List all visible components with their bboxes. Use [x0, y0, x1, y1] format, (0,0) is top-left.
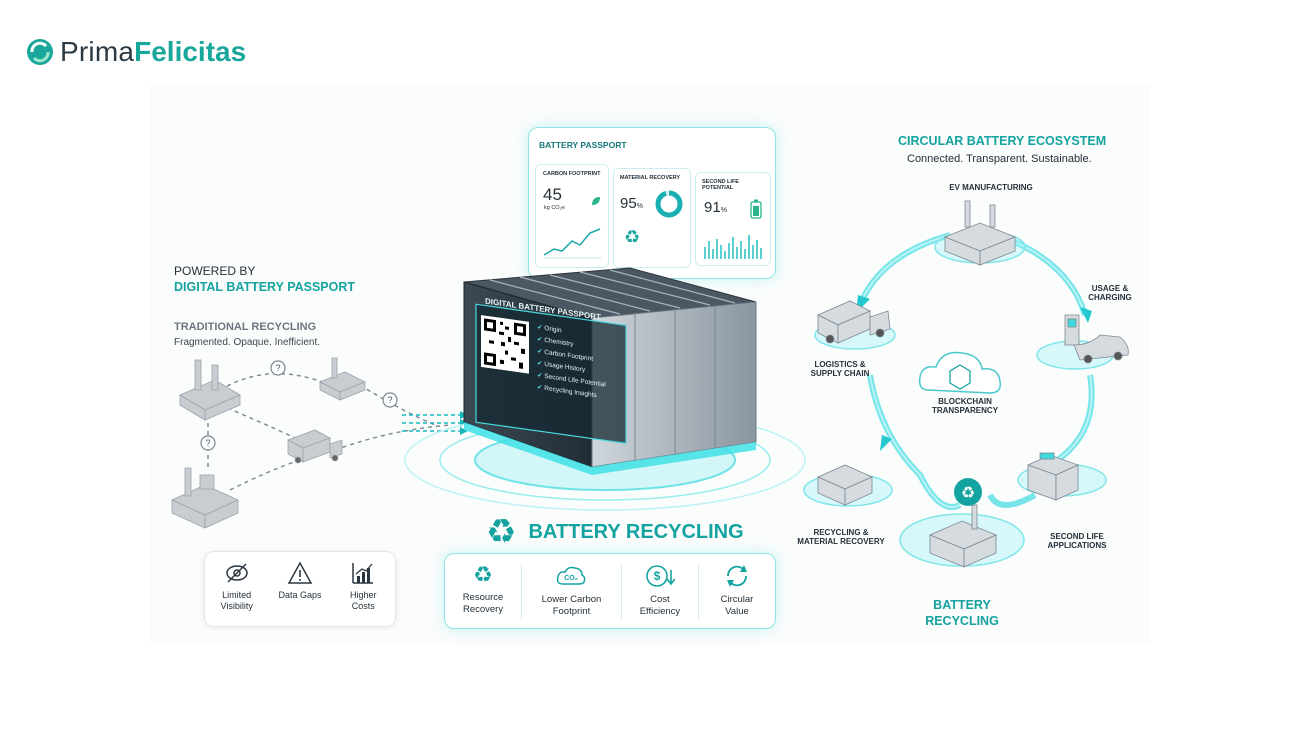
circular-arrows-icon	[726, 565, 747, 587]
battery-passport-card: BATTERY PASSPORT CARBON FOOTPRINT 45 kg …	[528, 127, 776, 279]
material-donut	[655, 190, 683, 218]
problem-label: Limited Visibility	[220, 590, 253, 612]
recycling-title: BATTERY RECYCLING	[528, 520, 744, 543]
eye-off-icon	[225, 563, 248, 583]
recycle-icon: ♻	[624, 227, 641, 247]
brand-felicitas: Felicitas	[134, 36, 247, 67]
passport-card-title: BATTERY PASSPORT	[539, 140, 627, 150]
carbon-footprint-tile: CARBON FOOTPRINT 45 kg CO₂e	[535, 164, 609, 268]
carbon-unit: kg CO₂e	[544, 205, 565, 211]
benefit-label: Lower Carbon Footprint	[541, 594, 602, 617]
battery-level-icon	[750, 199, 762, 219]
recycle-icon: ♻	[473, 562, 493, 587]
qr-code-icon	[481, 315, 529, 374]
ecosystem-loop: ♻	[803, 200, 1129, 568]
traditional-title: TRADITIONAL RECYCLING	[174, 321, 317, 333]
bar-chart-icon	[352, 563, 374, 584]
svg-text:?: ?	[387, 395, 392, 405]
node-recycling-recovery: RECYCLING & MATERIAL RECOVERY	[797, 528, 885, 547]
benefit-resource-recovery: ♻ Resource Recovery	[445, 562, 523, 620]
second-life-bars	[704, 235, 762, 259]
problem-label: Higher Costs	[350, 590, 377, 612]
benefit-cost-efficiency: $ Cost Efficiency	[622, 564, 699, 620]
carbon-label: CARBON FOOTPRINT	[543, 171, 601, 177]
svg-text:CO₂: CO₂	[565, 575, 579, 582]
ecosystem-title: CIRCULAR BATTERY ECOSYSTEM	[898, 134, 1107, 148]
node-logistics: LOGISTICS & SUPPLY CHAIN	[810, 360, 870, 379]
warning-icon	[287, 561, 313, 584]
svg-text:♻: ♻	[961, 485, 975, 502]
svg-text:?: ?	[205, 438, 210, 448]
node-blockchain: BLOCKCHAIN TRANSPARENCY	[931, 397, 999, 416]
second-life-unit: %	[720, 207, 727, 214]
recycling-heading: ♻ BATTERY RECYCLING	[486, 515, 744, 549]
carbon-value: 45	[543, 185, 562, 204]
benefit-label: Resource Recovery	[462, 592, 504, 615]
node-ev-manufacturing: EV MANUFACTURING	[949, 183, 1033, 192]
material-recovery-tile: MATERIAL RECOVERY 95% ♻	[613, 168, 691, 268]
carbon-trend-line	[543, 228, 602, 259]
second-life-tile: SECOND LIFE POTENTIAL 91%	[695, 172, 771, 266]
traditional-network: ???	[171, 357, 451, 529]
node-battery-recycling: BATTERY RECYCLING	[925, 598, 999, 628]
problems-box: Limited Visibility Data Gaps Higher Cost…	[204, 551, 396, 627]
problem-limited-visibility: Limited Visibility	[207, 560, 267, 613]
powered-line1: POWERED BY	[174, 264, 256, 278]
second-life-label: SECOND LIFE POTENTIAL	[702, 179, 739, 191]
battery-digital-panel: DIGITAL BATTERY PASSPORT ✔ Origin ✔ Chem…	[481, 296, 631, 404]
traditional-subtitle: Fragmented. Opaque. Inefficient.	[174, 337, 321, 348]
problem-label: Data Gaps	[278, 590, 322, 600]
leaf-icon	[592, 197, 600, 205]
powered-line2: DIGITAL BATTERY PASSPORT	[174, 280, 356, 294]
material-value: 95	[620, 195, 637, 212]
benefit-label: Circular Value	[720, 594, 754, 617]
material-label: MATERIAL RECOVERY	[620, 175, 681, 181]
problem-data-gaps: Data Gaps	[270, 560, 330, 601]
node-second-life: SECOND LIFE APPLICATIONS	[1047, 532, 1107, 551]
material-unit: %	[636, 203, 643, 210]
second-life-value: 91	[704, 199, 721, 216]
brand-logo: PrimaFelicitas	[26, 34, 246, 70]
benefit-circular-value: Circular Value	[699, 564, 775, 620]
benefit-lower-carbon: CO₂ Lower Carbon Footprint	[522, 564, 622, 620]
ecosystem-subtitle: Connected. Transparent. Sustainable.	[907, 153, 1092, 165]
logo-mark-icon	[27, 39, 53, 65]
svg-text:?: ?	[275, 363, 280, 373]
recycle-icon: ♻	[486, 513, 517, 551]
svg-text:$: $	[654, 569, 661, 583]
node-usage-charging: USAGE & CHARGING	[1088, 284, 1132, 303]
benefits-bar: ♻ Resource Recovery CO₂ Lower Carbon Foo…	[444, 553, 776, 629]
benefit-label: Cost Efficiency	[639, 594, 681, 617]
brand-prima: Prima	[60, 36, 135, 67]
problem-higher-costs: Higher Costs	[333, 560, 393, 613]
co2-cloud-icon: CO₂	[557, 566, 586, 585]
powered-by: POWERED BY DIGITAL BATTERY PASSPORT	[174, 264, 355, 294]
coin-down-icon: $	[646, 565, 675, 587]
ecosystem-heading: CIRCULAR BATTERY ECOSYSTEM Connected. Tr…	[898, 134, 1106, 165]
traditional-section: TRADITIONAL RECYCLING Fragmented. Opaque…	[174, 321, 320, 348]
